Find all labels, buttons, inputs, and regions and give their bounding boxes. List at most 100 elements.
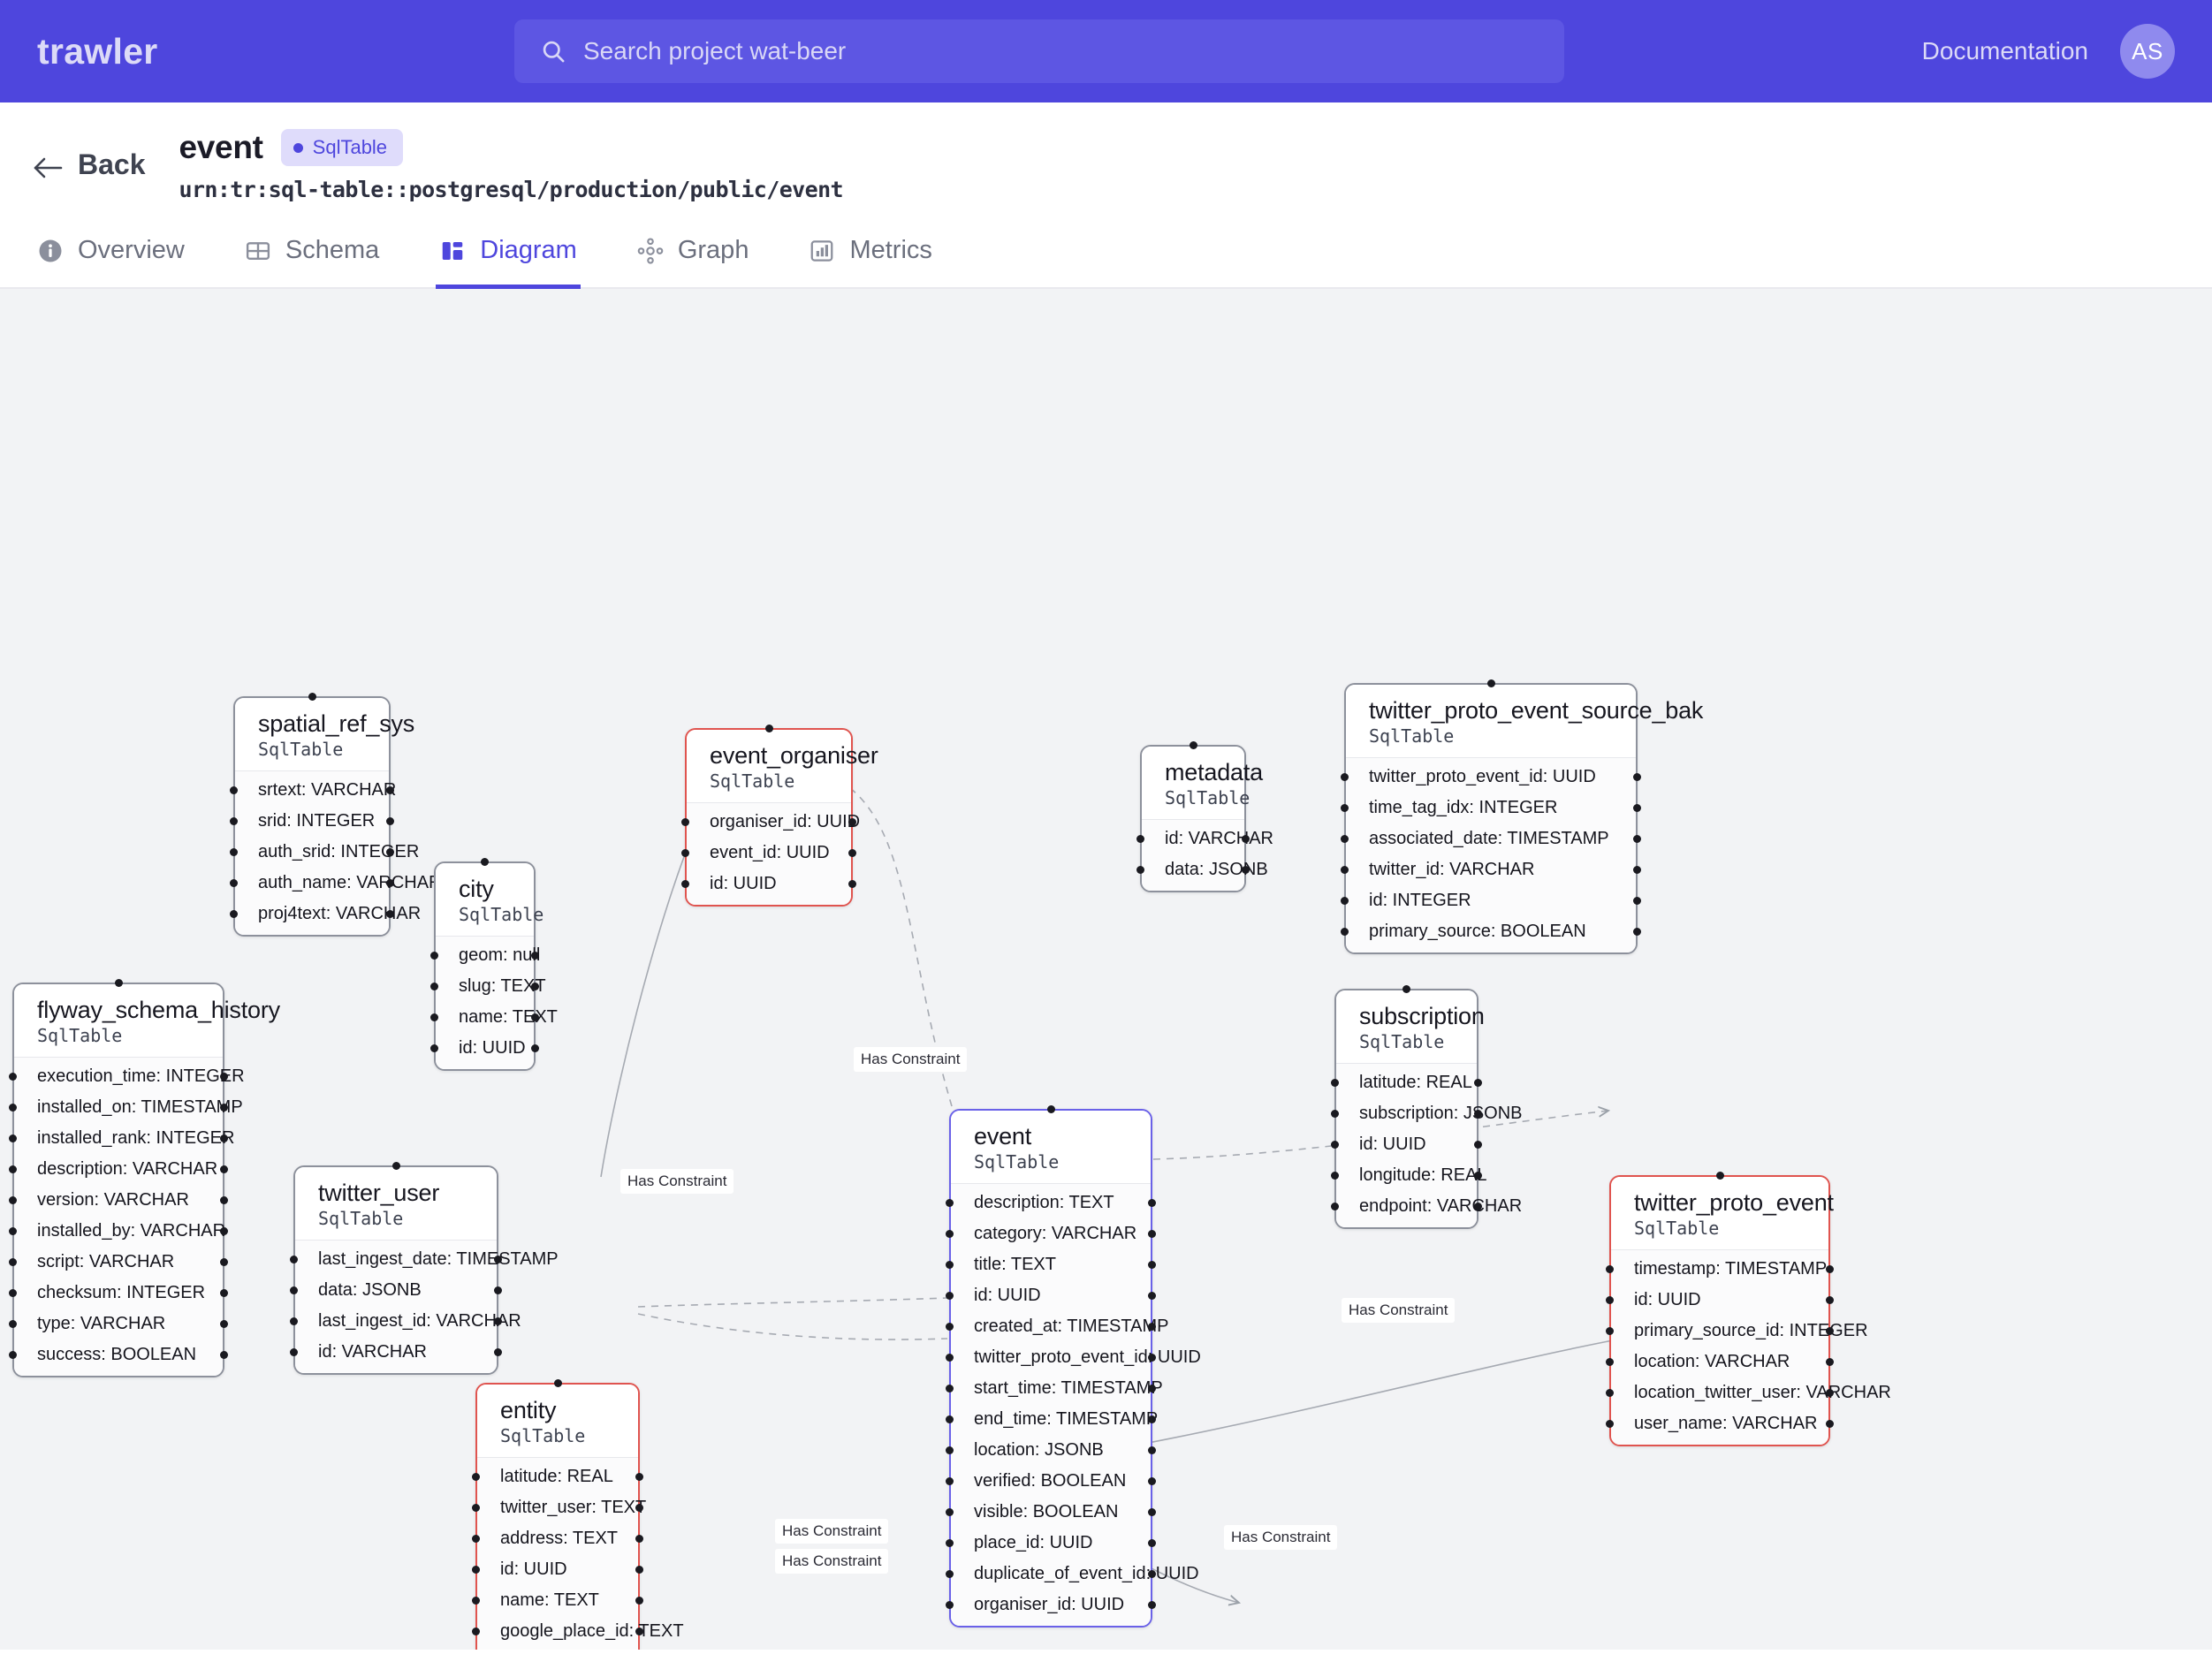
field-port-right[interactable] bbox=[1148, 1323, 1156, 1331]
field-port-left[interactable] bbox=[230, 848, 238, 856]
node-field[interactable]: id: UUID bbox=[1606, 1285, 1834, 1316]
field-port-left[interactable] bbox=[290, 1286, 298, 1294]
field-port-right[interactable] bbox=[220, 1104, 228, 1112]
field-port-right[interactable] bbox=[635, 1504, 643, 1512]
field-port-right[interactable] bbox=[386, 848, 394, 856]
node-field[interactable]: type: VARCHAR bbox=[9, 1309, 228, 1339]
node-field[interactable]: timestamp: TIMESTAMP bbox=[1606, 1254, 1834, 1285]
field-port-right[interactable] bbox=[220, 1289, 228, 1297]
node-field[interactable]: srid: INTEGER bbox=[230, 806, 394, 837]
field-port-right[interactable] bbox=[848, 849, 856, 857]
node-field[interactable]: id: UUID bbox=[1331, 1129, 1482, 1160]
field-port-left[interactable] bbox=[430, 1044, 438, 1052]
field-port-right[interactable] bbox=[1474, 1203, 1482, 1210]
node-field[interactable]: twitter_proto_event_id: UUID bbox=[1341, 762, 1641, 793]
field-port-right[interactable] bbox=[1474, 1172, 1482, 1180]
node-field[interactable]: address: TEXT bbox=[472, 1523, 643, 1554]
node-field[interactable]: end_time: TIMESTAMP bbox=[946, 1404, 1158, 1435]
field-port-right[interactable] bbox=[635, 1535, 643, 1543]
field-port-left[interactable] bbox=[472, 1504, 480, 1512]
node-field[interactable]: endpoint: VARCHAR bbox=[1331, 1191, 1522, 1222]
field-port-left[interactable] bbox=[230, 786, 238, 794]
field-port-left[interactable] bbox=[230, 879, 238, 887]
node-field[interactable]: last_ingest_date: TIMESTAMP bbox=[290, 1244, 559, 1275]
global-search[interactable]: Search project wat-beer bbox=[514, 19, 1564, 83]
field-port-left[interactable] bbox=[472, 1597, 480, 1605]
field-port-left[interactable] bbox=[681, 880, 689, 888]
node-top-handle[interactable] bbox=[1189, 741, 1197, 749]
field-port-right[interactable] bbox=[386, 786, 394, 794]
tab-overview[interactable]: Overview bbox=[34, 231, 188, 289]
field-port-left[interactable] bbox=[9, 1196, 17, 1204]
field-port-left[interactable] bbox=[9, 1258, 17, 1266]
field-port-right[interactable] bbox=[220, 1258, 228, 1266]
node-top-handle[interactable] bbox=[308, 693, 316, 701]
field-port-right[interactable] bbox=[635, 1597, 643, 1605]
field-port-left[interactable] bbox=[9, 1104, 17, 1112]
node-field[interactable]: twitter_user: TEXT bbox=[472, 1492, 646, 1523]
field-port-right[interactable] bbox=[1242, 835, 1250, 843]
node-field[interactable]: user_name: VARCHAR bbox=[1606, 1408, 1834, 1439]
node-field[interactable]: installed_by: VARCHAR bbox=[9, 1216, 228, 1247]
field-port-left[interactable] bbox=[472, 1566, 480, 1574]
field-port-right[interactable] bbox=[220, 1134, 228, 1142]
field-port-left[interactable] bbox=[946, 1230, 954, 1238]
field-port-right[interactable] bbox=[494, 1317, 502, 1325]
field-port-right[interactable] bbox=[220, 1351, 228, 1359]
node-field[interactable]: id: VARCHAR bbox=[290, 1337, 502, 1368]
field-port-right[interactable] bbox=[386, 817, 394, 825]
field-port-right[interactable] bbox=[1148, 1415, 1156, 1423]
field-port-left[interactable] bbox=[290, 1317, 298, 1325]
field-port-left[interactable] bbox=[1341, 773, 1349, 781]
tab-metrics[interactable]: Metrics bbox=[805, 231, 935, 289]
field-port-right[interactable] bbox=[1148, 1539, 1156, 1547]
node-top-handle[interactable] bbox=[391, 1162, 400, 1170]
node-field[interactable]: location_twitter_user: VARCHAR bbox=[1606, 1377, 1891, 1408]
field-port-left[interactable] bbox=[1606, 1420, 1614, 1428]
node-field[interactable]: organiser_id: UUID bbox=[681, 807, 860, 838]
search-input[interactable]: Search project wat-beer bbox=[583, 37, 847, 64]
field-port-left[interactable] bbox=[946, 1539, 954, 1547]
field-port-right[interactable] bbox=[848, 818, 856, 826]
field-port-left[interactable] bbox=[430, 983, 438, 990]
field-port-left[interactable] bbox=[946, 1292, 954, 1300]
node-field[interactable]: installed_rank: INTEGER bbox=[9, 1123, 234, 1154]
node-field[interactable]: data: JSONB bbox=[290, 1275, 502, 1306]
field-port-left[interactable] bbox=[946, 1570, 954, 1578]
node-field[interactable]: latitude: REAL bbox=[472, 1461, 643, 1492]
tab-graph[interactable]: Graph bbox=[634, 231, 753, 289]
node-field[interactable]: id: UUID bbox=[430, 1033, 539, 1064]
field-port-right[interactable] bbox=[1148, 1261, 1156, 1269]
field-port-left[interactable] bbox=[1331, 1079, 1339, 1087]
node-field[interactable]: id: UUID bbox=[472, 1554, 643, 1585]
field-port-left[interactable] bbox=[1331, 1141, 1339, 1149]
field-port-left[interactable] bbox=[290, 1256, 298, 1263]
field-port-left[interactable] bbox=[1606, 1358, 1614, 1366]
field-port-right[interactable] bbox=[1148, 1354, 1156, 1362]
node-field[interactable]: slug: TEXT bbox=[430, 971, 546, 1002]
node-field[interactable]: place_id: UUID bbox=[946, 1528, 1156, 1559]
field-port-left[interactable] bbox=[1606, 1265, 1614, 1273]
field-port-right[interactable] bbox=[1826, 1420, 1834, 1428]
node-field[interactable]: primary_source: BOOLEAN bbox=[1341, 916, 1641, 947]
node-field[interactable]: name: TEXT bbox=[472, 1585, 643, 1616]
field-port-right[interactable] bbox=[494, 1256, 502, 1263]
node-top-handle[interactable] bbox=[764, 725, 773, 732]
field-port-right[interactable] bbox=[1148, 1292, 1156, 1300]
field-port-left[interactable] bbox=[1331, 1110, 1339, 1118]
field-port-left[interactable] bbox=[1331, 1203, 1339, 1210]
field-port-left[interactable] bbox=[1606, 1327, 1614, 1335]
tab-diagram[interactable]: Diagram bbox=[436, 231, 581, 289]
node-field[interactable]: duplicate_of_event_id: UUID bbox=[946, 1559, 1199, 1590]
field-port-right[interactable] bbox=[1148, 1446, 1156, 1454]
field-port-left[interactable] bbox=[946, 1354, 954, 1362]
field-port-right[interactable] bbox=[220, 1320, 228, 1328]
tab-schema[interactable]: Schema bbox=[241, 231, 383, 289]
field-port-left[interactable] bbox=[946, 1415, 954, 1423]
